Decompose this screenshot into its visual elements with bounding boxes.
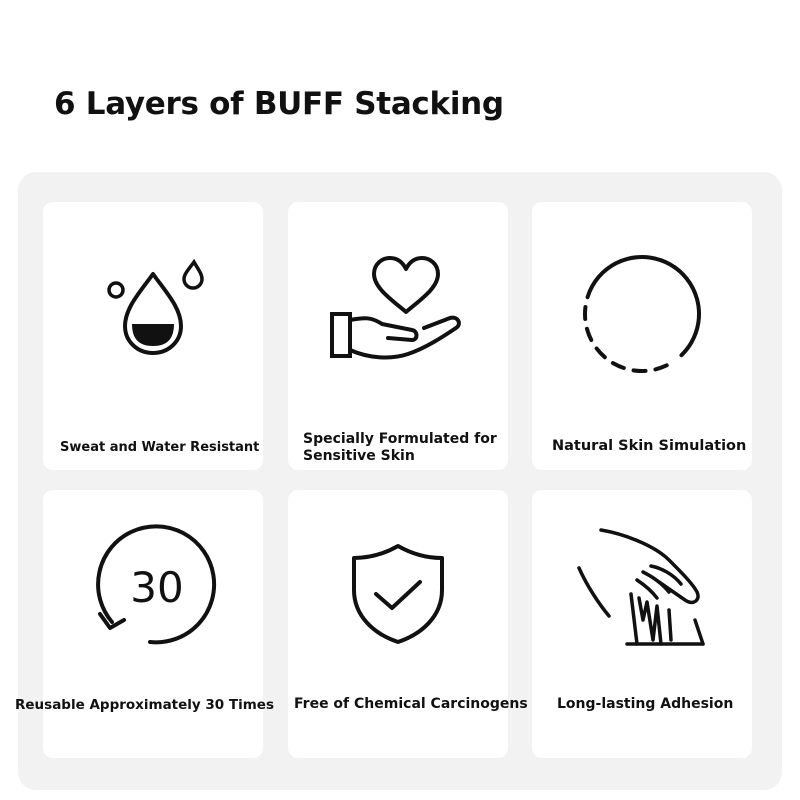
reuse-count-text: 30: [130, 563, 183, 612]
hand-stroke-icon: [577, 526, 707, 648]
heart-in-hand-icon: [328, 254, 468, 364]
feature-card-skin-simulation: Natural Skin Simulation: [532, 202, 752, 470]
feature-card-sensitive-skin: Specially Formulated for Sensitive Skin: [288, 202, 508, 470]
feature-label: Long-lasting Adhesion: [557, 696, 734, 712]
page-title: 6 Layers of BUFF Stacking: [54, 86, 504, 122]
feature-card-adhesion: Long-lasting Adhesion: [532, 490, 752, 758]
dashed-circle-icon: [577, 254, 707, 374]
features-panel: Sweat and Water Resistant Specially Form…: [15, 172, 782, 790]
feature-label: Natural Skin Simulation: [552, 438, 747, 454]
shield-check-icon: [348, 542, 448, 646]
feature-label: Specially Formulated for Sensitive Skin: [303, 431, 497, 464]
feature-label: Sweat and Water Resistant: [60, 440, 260, 455]
feature-label: Free of Chemical Carcinogens: [294, 696, 528, 712]
feature-card-sweat-water: Sweat and Water Resistant: [43, 202, 263, 470]
reuse-30-icon: 30: [88, 524, 218, 648]
water-drop-icon: [98, 258, 208, 360]
feature-card-no-carcinogens: Free of Chemical Carcinogens: [288, 490, 528, 758]
feature-label: Reusable Approximately 30 Times: [15, 697, 274, 713]
feature-card-reusable: 30 Reusable Approximately 30 Times: [15, 490, 274, 758]
